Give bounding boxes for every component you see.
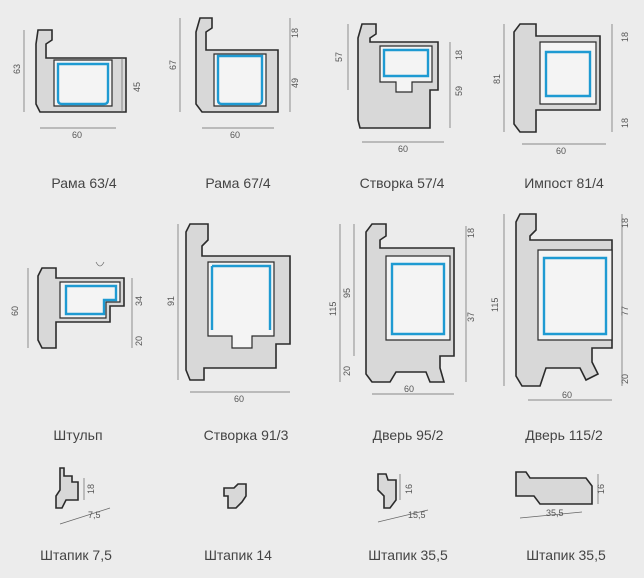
caption: Дверь 95/2 xyxy=(373,427,444,443)
dim-bottom: 20 xyxy=(620,374,630,384)
dim-width: 60 xyxy=(230,130,240,140)
dim-height: 67 xyxy=(168,60,178,70)
dim-width: 15,5 xyxy=(408,510,426,520)
dim-height: 18 xyxy=(86,484,96,494)
caption: Штапик 35,5 xyxy=(368,547,448,563)
dim-height: 16 xyxy=(596,484,606,494)
caption: Рама 63/4 xyxy=(51,175,116,191)
dim-top: 18 xyxy=(620,218,630,228)
dim-top: 18 xyxy=(454,50,464,60)
caption: Штапик 14 xyxy=(204,547,272,563)
caption: Штапик 7,5 xyxy=(40,547,112,563)
dim-inner: 49 xyxy=(290,78,300,88)
caption: Штапик 35,5 xyxy=(526,547,606,563)
dim-height: 57 xyxy=(334,52,344,62)
dim-width: 60 xyxy=(234,394,244,404)
dim-inner: 59 xyxy=(454,86,464,96)
caption: Штульп xyxy=(53,427,102,443)
dim-inner: 34 xyxy=(134,296,144,306)
caption: Створка 91/3 xyxy=(204,427,289,443)
profile-shtulp: 60 34 20 xyxy=(10,261,144,349)
caption: Импост 81/4 xyxy=(524,175,604,191)
dim-width: 7,5 xyxy=(88,510,101,520)
dim-top: 18 xyxy=(620,32,630,42)
dim-width: 60 xyxy=(404,384,414,394)
profile-stvorka-91-3: 91 60 xyxy=(166,223,291,404)
dim-width: 60 xyxy=(398,144,408,154)
profile-shtapik-15-5: 16 15,5 xyxy=(377,473,429,523)
caption: Рама 67/4 xyxy=(205,175,270,191)
profile-rama-67-4: 67 18 49 60 xyxy=(168,17,300,140)
profile-impost-81-4: 81 18 18 60 xyxy=(492,23,630,156)
dim-height: 60 xyxy=(10,306,20,316)
dim-height: 91 xyxy=(166,296,176,306)
profile-dver-95-2: 115 95 37 20 18 60 xyxy=(328,223,476,395)
dim-height: 63 xyxy=(12,64,22,74)
dim-mid: 95 xyxy=(342,288,352,298)
dim-width: 60 xyxy=(556,146,566,156)
profile-rama-63-4: 63 45 60 xyxy=(12,29,142,140)
dim-top: 18 xyxy=(290,28,300,38)
dim-height: 81 xyxy=(492,74,502,84)
dim-height: 16 xyxy=(404,484,414,494)
dim-width: 60 xyxy=(72,130,82,140)
dim-bottom: 18 xyxy=(620,118,630,128)
dim-width: 60 xyxy=(562,390,572,400)
caption: Створка 57/4 xyxy=(360,175,445,191)
profile-shtapik-35-5: 16 35,5 xyxy=(515,471,606,519)
dim-inner: 37 xyxy=(466,312,476,322)
profile-dver-115-2: 115 18 77 20 60 xyxy=(490,213,630,401)
dim-inner: 77 xyxy=(620,306,630,316)
dim-height: 115 xyxy=(328,302,338,316)
dim-width: 35,5 xyxy=(546,508,564,518)
dim-top: 18 xyxy=(466,228,476,238)
dim-bottom: 20 xyxy=(342,366,352,376)
dim-height: 115 xyxy=(490,298,500,312)
dim-inner: 45 xyxy=(132,82,142,92)
profile-stvorka-57-4: 57 18 59 60 xyxy=(334,23,464,154)
dim-bottom: 20 xyxy=(134,336,144,346)
profile-shtapik-14 xyxy=(223,483,247,509)
profile-shtapik-7-5: 18 7,5 xyxy=(55,467,111,525)
caption: Дверь 115/2 xyxy=(525,427,603,443)
